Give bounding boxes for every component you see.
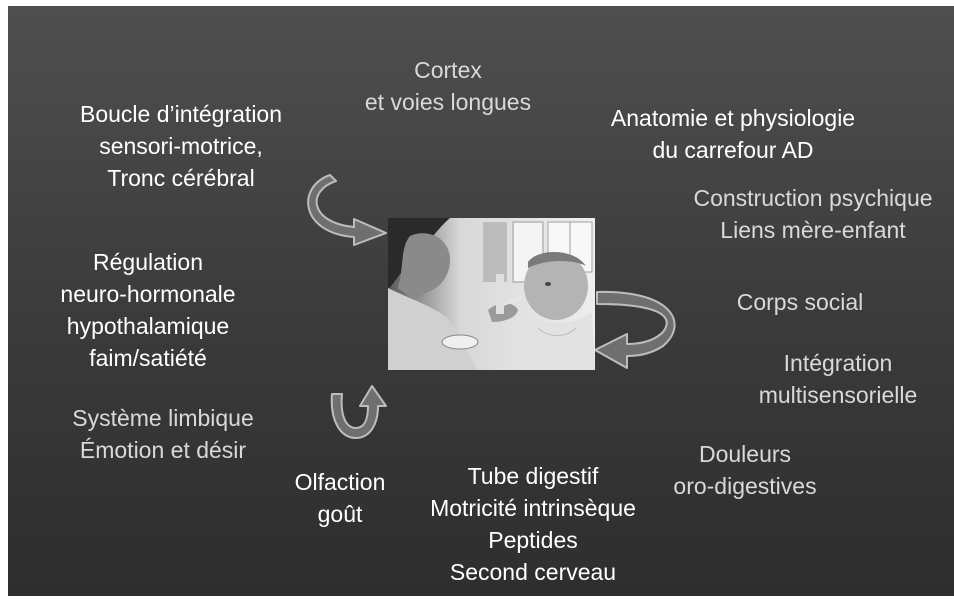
label-construction-psychique: Construction psychique Liens mère-enfant [673,182,953,246]
label-boucle-integration: Boucle d’intégration sensori-motrice, Tr… [46,98,316,194]
curved-arrow-right-icon [593,284,693,376]
label-douleurs: Douleurs oro-digestives [660,438,830,502]
label-cortex: Cortex et voies longues [348,54,548,118]
label-systeme-limbique: Système limbique Émotion et désir [48,402,278,466]
label-integration-multisensorielle: Intégration multisensorielle [733,347,943,411]
label-corps-social: Corps social [720,286,880,318]
label-anatomie: Anatomie et physiologie du carrefour AD [583,102,883,166]
label-olfaction: Olfaction goût [280,466,400,530]
mother-feeding-baby-photo [388,218,595,370]
diagram-slide: Cortex et voies longues Boucle d’intégra… [8,6,954,596]
curved-arrow-upper-left-icon [306,171,396,246]
label-regulation: Régulation neuro-hormonale hypothalamiqu… [28,246,268,374]
label-tube-digestif: Tube digestif Motricité intrinsèque Pept… [408,460,658,588]
curved-arrow-bottom-icon [326,384,390,444]
